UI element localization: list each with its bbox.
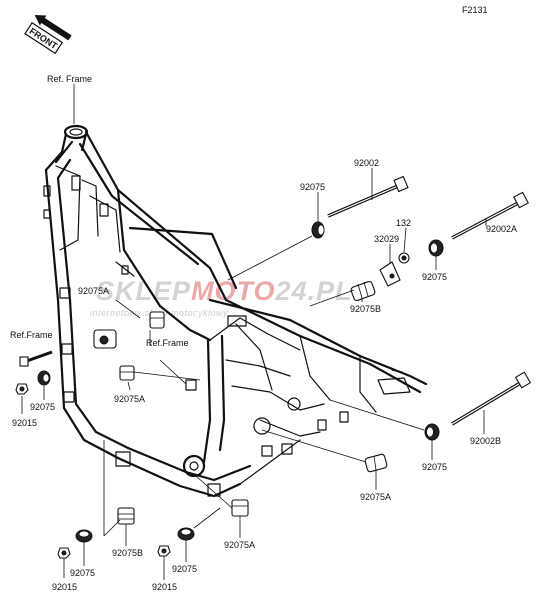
bracket-32029 (379, 261, 401, 287)
label-92075A-upper: 92075A (78, 286, 109, 296)
parts (15, 175, 532, 559)
collar-92075-right-low (424, 423, 440, 441)
label-ref-frame-mid: Ref.Frame (146, 338, 189, 348)
bolt-92002B (451, 371, 532, 426)
damper-92075B-right (350, 280, 376, 302)
leader-lines (21, 84, 487, 580)
bolt-left (19, 350, 53, 367)
label-132: 132 (396, 218, 411, 228)
label-92075B-right: 92075B (350, 304, 381, 314)
collar-92075-bottom-left (75, 529, 93, 543)
collar-92075A-right-low (364, 453, 388, 473)
label-92075-right-low: 92075 (422, 462, 447, 472)
damper-92075B-bottom (117, 507, 135, 525)
nut-92015-bottom-mid (157, 545, 171, 557)
nut-132 (398, 252, 410, 264)
nut-92015-left (15, 383, 29, 395)
engine-mount-left (93, 329, 117, 349)
label-92075-bottom-left: 92075 (70, 568, 95, 578)
label-92015-left: 92015 (12, 418, 37, 428)
label-92075-right-top: 92075 (422, 272, 447, 282)
label-92015-bottom-mid: 92015 (152, 582, 177, 592)
label-ref-frame-left: Ref.Frame (10, 330, 53, 340)
label-92002A: 92002A (486, 224, 517, 234)
motorcycle-frame (43, 124, 428, 498)
nut-92015-bottom-left (57, 547, 71, 559)
label-92075B-bottom: 92075B (112, 548, 143, 558)
watermark: SKLEPMOTO24.PL internetowy sklep motocyk… (90, 276, 353, 318)
label-92015-bottom-left: 92015 (52, 582, 77, 592)
collar-92075-right-top (428, 239, 444, 257)
front-arrow-tag: FRONT (24, 15, 72, 55)
figure-code: F2131 (462, 5, 488, 15)
collar-92075A-bottom (231, 499, 249, 517)
bolt-92002 (327, 175, 409, 218)
collar-92075-left (37, 370, 51, 386)
label-92075-left: 92075 (30, 402, 55, 412)
label-92075-top: 92075 (300, 182, 325, 192)
collar-92075-bottom-mid (177, 527, 195, 541)
svg-text:SKLEPMOTO24.PL: SKLEPMOTO24.PL (96, 276, 353, 306)
label-92075-bottom-mid: 92075 (172, 564, 197, 574)
label-92075A-left: 92075A (114, 394, 145, 404)
collar-92075-top (311, 221, 325, 239)
label-92002: 92002 (354, 158, 379, 168)
collar-92075A-left (119, 365, 135, 381)
part-labels: Ref. Frame 92002 92075 132 32029 92002A … (10, 74, 517, 592)
label-32029: 32029 (374, 234, 399, 244)
label-92075A-right-low: 92075A (360, 492, 391, 502)
collar-92075A-upper (149, 311, 165, 329)
label-ref-frame-top: Ref. Frame (47, 74, 92, 84)
watermark-brand-suffix: 24.PL (275, 276, 353, 306)
label-92002B: 92002B (470, 436, 501, 446)
label-92075A-bottom: 92075A (224, 540, 255, 550)
